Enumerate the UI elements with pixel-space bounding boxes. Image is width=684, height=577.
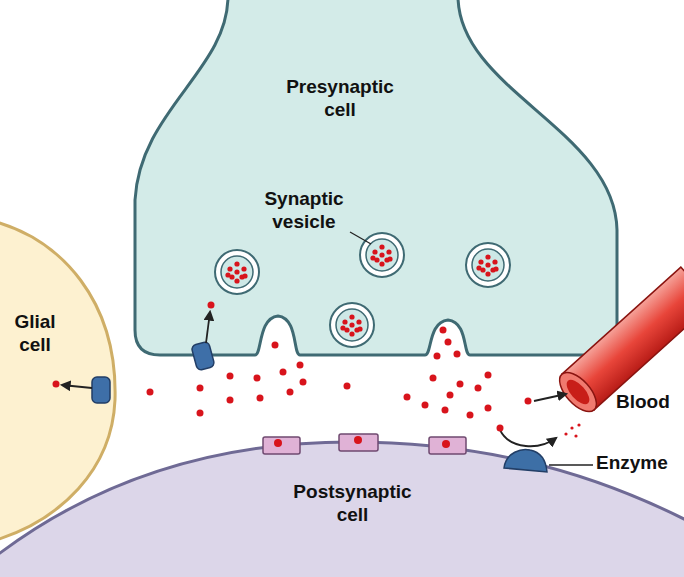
leader-lines <box>350 232 593 465</box>
neurotransmitter-dots <box>147 327 492 419</box>
blood-vessel <box>553 267 684 418</box>
uptake-arrows <box>62 312 566 446</box>
cell-label: Presynaptic cell <box>275 76 405 122</box>
blood-label: Blood <box>616 391 682 414</box>
glial-membrane <box>0 222 115 540</box>
cell-label: Glial cell <box>4 311 66 357</box>
glial-transporter <box>92 377 110 403</box>
degraded-fragments <box>53 302 581 438</box>
vesicle <box>360 233 404 277</box>
glial-cell: Glial cell <box>4 311 66 357</box>
bound-transmitter <box>274 436 450 448</box>
presynaptic-transporter <box>191 341 215 371</box>
enzyme-symbol <box>504 450 547 472</box>
vesicle <box>215 250 259 294</box>
vesicle <box>330 303 374 347</box>
cell-label: Postsynaptic cell <box>285 481 420 527</box>
vesicle <box>466 243 510 287</box>
postsynaptic-cell: Postsynaptic cell <box>285 481 420 527</box>
receptors <box>263 434 466 454</box>
vesicles <box>215 233 510 347</box>
vesicle-label: Synaptic vesicle <box>252 188 356 234</box>
enzyme-label: Enzyme <box>596 452 682 475</box>
postsynaptic-membrane <box>0 442 684 577</box>
presynaptic-membrane <box>135 0 617 355</box>
presynaptic-cell: Presynaptic cell <box>275 76 405 122</box>
